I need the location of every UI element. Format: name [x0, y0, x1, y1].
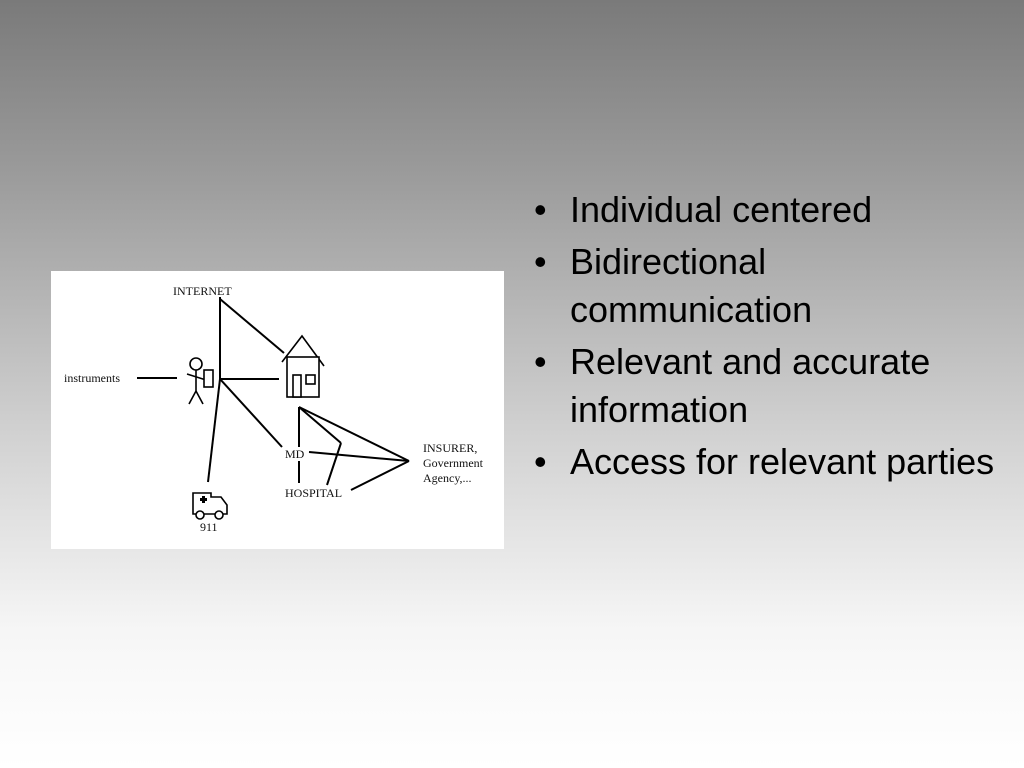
insurer-label-line3: Agency,... — [423, 471, 472, 485]
ambulance-icon — [192, 492, 228, 520]
insurer-label-line1: INSURER, — [423, 441, 477, 455]
insurer-label-line2: Government — [423, 456, 484, 470]
network-diagram: INTERNET instruments MD HOSPITAL INSURER… — [51, 271, 504, 549]
house-insurer-line — [298, 406, 410, 462]
bullet-item: Bidirectional communication — [534, 238, 1004, 334]
house-hospital-line-b — [326, 442, 342, 486]
bullet-item: Individual centered — [534, 186, 1004, 234]
house-hospital-line-a — [298, 406, 342, 444]
hospital-label: HOSPITAL — [285, 486, 342, 500]
md-insurer-line — [308, 451, 410, 462]
connector-lines — [137, 297, 410, 491]
bullet-item: Relevant and accurate information — [534, 338, 1004, 434]
instruments-label: instruments — [64, 371, 120, 385]
house-icon — [281, 334, 325, 398]
person-icon — [186, 357, 214, 405]
hub-ambulance-line — [207, 378, 221, 483]
bullet-list: Individual centered Bidirectional commun… — [534, 186, 1004, 490]
bullet-item: Access for relevant parties — [534, 438, 1004, 486]
internet-house-line — [219, 298, 285, 354]
internet-label: INTERNET — [173, 284, 232, 298]
diagram-canvas: INTERNET instruments MD HOSPITAL INSURER… — [64, 284, 484, 534]
hub-md-line — [219, 378, 283, 448]
emergency-label: 911 — [200, 520, 218, 534]
md-label: MD — [285, 447, 305, 461]
hospital-insurer-line — [350, 460, 410, 491]
